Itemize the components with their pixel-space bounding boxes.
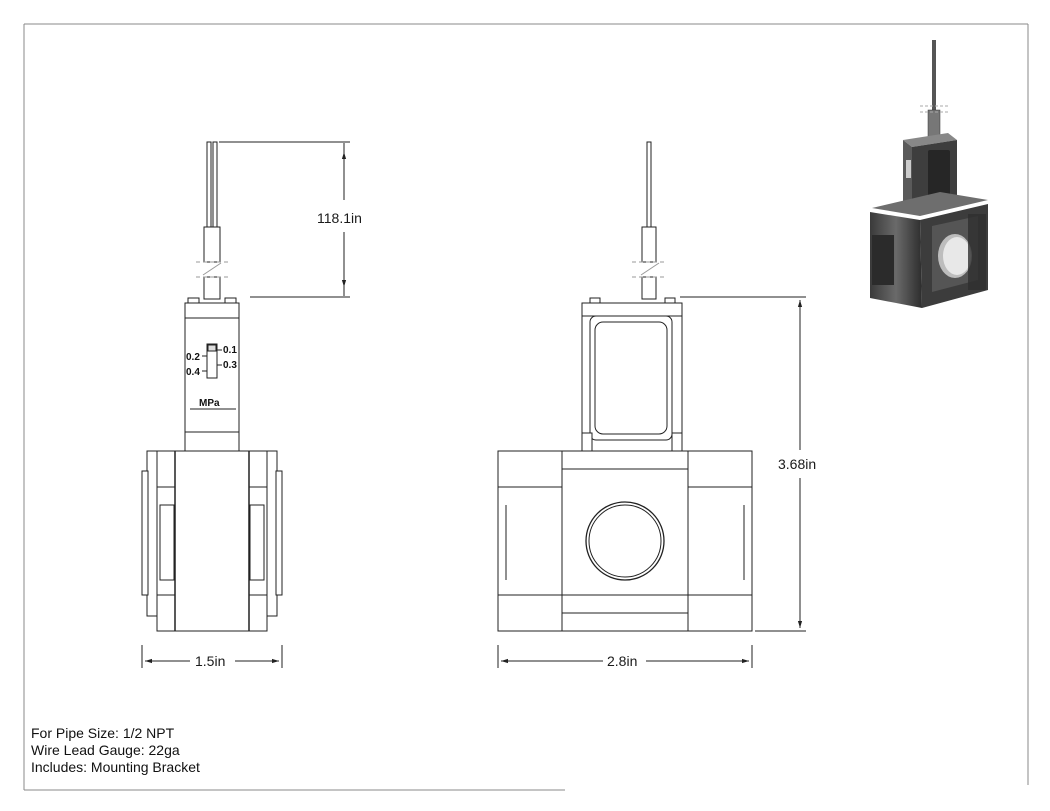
side-wire-leads <box>196 141 228 300</box>
scale-label-0-3: 0.3 <box>223 360 237 371</box>
scale-label-0-2: 0.2 <box>186 352 200 363</box>
scale-label-0-1: 0.1 <box>223 345 237 356</box>
side-view <box>141 141 283 632</box>
isometric-render <box>870 40 988 308</box>
scale-label-0-4: 0.4 <box>186 367 200 378</box>
dim-height: 3.68in <box>778 456 816 472</box>
note-includes: Includes: Mounting Bracket <box>31 759 200 775</box>
side-pipe-body <box>141 450 283 632</box>
dim-width-front: 2.8in <box>607 653 637 669</box>
note-wire-gauge: Wire Lead Gauge: 22ga <box>31 742 180 758</box>
dimension-lines <box>141 141 806 668</box>
scale-unit-label: MPa <box>199 398 220 409</box>
front-switch-housing <box>581 297 683 452</box>
sheet-border <box>23 23 1029 791</box>
dim-lead-length: 118.1in <box>317 210 362 226</box>
drawing-notes: For Pipe Size: 1/2 NPT Wire Lead Gauge: … <box>31 725 200 776</box>
front-pipe-body <box>497 450 753 632</box>
dim-width-side: 1.5in <box>195 653 225 669</box>
side-switch-housing <box>184 297 240 452</box>
front-view <box>497 141 753 632</box>
front-wire-lead <box>632 141 666 300</box>
note-pipe-size: For Pipe Size: 1/2 NPT <box>31 725 175 741</box>
